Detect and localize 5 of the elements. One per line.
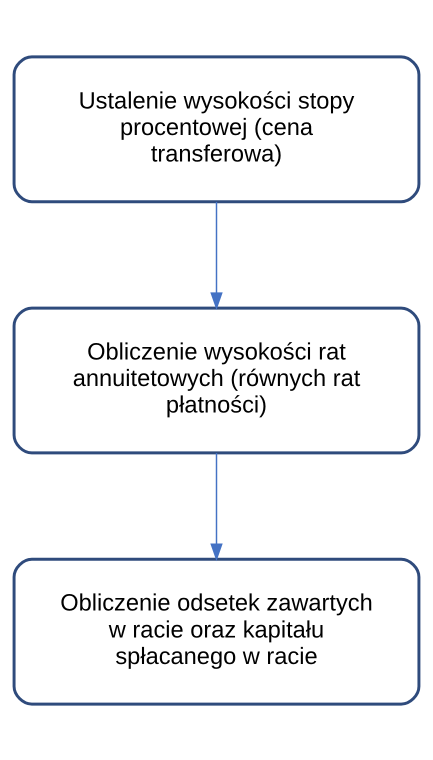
arrow — [210, 452, 223, 561]
node-box: Obliczenie odsetek zawartych w racie oraz kapitału spłacanego w racie — [12, 557, 420, 706]
node-box: Ustalenie wysokości stopy procentowej (cena transferowa) — [12, 54, 420, 203]
node-box: Obliczenie wysokości rat annuitetowych (równych rat płatności) — [12, 306, 420, 454]
arrow — [210, 201, 223, 310]
